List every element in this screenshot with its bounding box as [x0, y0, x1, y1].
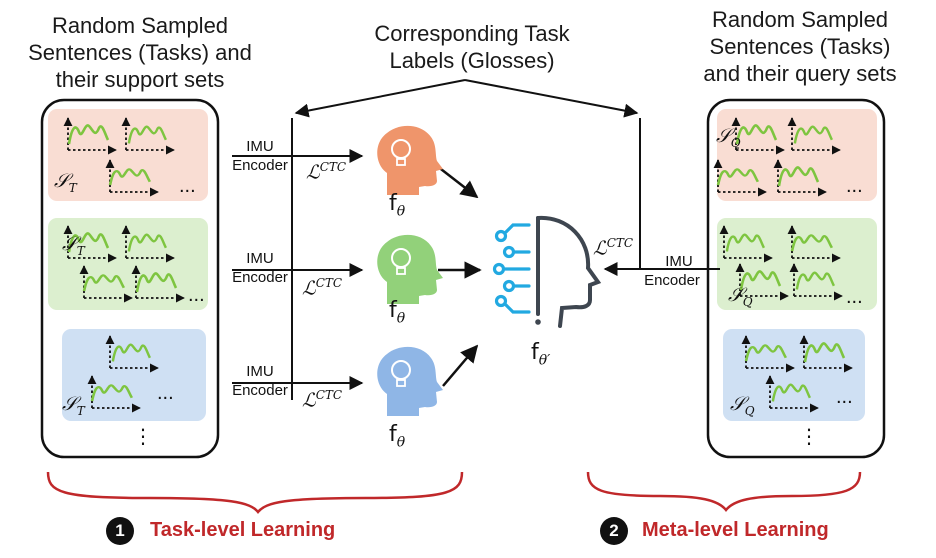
vertical-ellipsis-query: ⋮	[799, 426, 819, 448]
ctc-loss-label-3: ℒCTC	[302, 388, 343, 412]
query-set-label-2: 𝒮Q	[728, 284, 753, 309]
query-set-label-3: 𝒮Q	[730, 393, 755, 418]
imu-signal-plot	[799, 335, 852, 368]
task-model-head-2	[377, 234, 443, 304]
task-model-label-2: fθ	[389, 298, 406, 327]
query-title-line-2: Sentences (Tasks)	[709, 34, 891, 59]
imu-signal-plot	[131, 265, 184, 298]
meta-model-label: fθ′	[531, 340, 551, 369]
ellipsis-query-2: ...	[846, 286, 863, 308]
ellipsis-query-1: ...	[846, 175, 863, 197]
meta-model-ai-head-icon	[492, 215, 602, 328]
imu-signal-plot	[773, 159, 826, 192]
imu-signal-plot	[105, 159, 158, 192]
support-title-line-3: their support sets	[55, 67, 225, 92]
query-sets-title: Random Sampled Sentences (Tasks) and the…	[680, 6, 920, 87]
imu-signal-plot	[765, 375, 818, 408]
ellipsis-support-1: ...	[179, 175, 196, 197]
query-imu-encoder-label: IMU Encoder	[632, 252, 712, 290]
task-model-label-3: fθ	[389, 422, 406, 451]
imu-text: IMU	[246, 250, 274, 267]
imu-signal-plots	[63, 117, 852, 408]
support-title-line-2: Sentences (Tasks) and	[28, 40, 252, 65]
imu-signal-plot	[121, 117, 174, 150]
step-badge-2: 2	[600, 517, 628, 545]
step-badge-1: 1	[106, 517, 134, 545]
task-labels-title: Corresponding Task Labels (Glosses)	[352, 20, 592, 74]
support-set-label-2: 𝒮T	[62, 233, 85, 258]
query-set-label-1: 𝒮Q	[716, 125, 741, 150]
imu-signal-plot	[731, 117, 784, 150]
imu-signal-plot	[63, 117, 116, 150]
task-model-head-3	[377, 346, 443, 416]
imu-signal-plot	[105, 335, 158, 368]
imu-text: IMU	[665, 253, 693, 270]
support-task-box-1	[48, 109, 208, 201]
labels-title-line-2: Labels (Glosses)	[389, 48, 555, 73]
imu-encoder-label-1: IMU Encoder	[220, 137, 300, 175]
meta-level-learning-label: Meta-level Learning	[642, 519, 829, 541]
ctc-loss-label-1: ℒCTC	[306, 160, 347, 184]
imu-signal-plot	[787, 117, 840, 150]
support-sets-title: Random Sampled Sentences (Tasks) and the…	[20, 12, 260, 93]
gloss-label-arrow-left	[294, 79, 466, 118]
labels-title-line-1: Corresponding Task	[374, 21, 570, 46]
imu-signal-plot	[741, 335, 794, 368]
imu-signal-plot	[121, 225, 174, 258]
imu-signal-plot	[79, 265, 132, 298]
ellipsis-support-3: ...	[157, 382, 174, 404]
support-set-label-1: 𝒮T	[54, 170, 77, 195]
imu-text: IMU	[246, 363, 274, 380]
task-model-label-1: fθ	[389, 191, 406, 220]
query-title-line-3: and their query sets	[703, 61, 897, 86]
imu-encoder-label-2: IMU Encoder	[220, 249, 300, 287]
task-model-head-1	[377, 125, 443, 195]
ellipsis-query-3: ...	[836, 386, 853, 408]
task-level-brace	[46, 471, 464, 514]
meta-level-brace	[586, 471, 862, 512]
ctc-loss-label-2: ℒCTC	[302, 276, 343, 300]
imu-signal-plot	[735, 263, 788, 296]
encoder-text: Encoder	[232, 157, 288, 174]
gloss-label-arrow-right	[464, 79, 639, 118]
support-title-line-1: Random Sampled	[51, 13, 229, 38]
imu-signal-plot	[719, 225, 772, 258]
imu-signal-plot	[787, 225, 840, 258]
imu-signal-plot	[87, 375, 140, 408]
task-level-learning-label: Task-level Learning	[150, 519, 336, 541]
imu-signal-plot	[789, 263, 842, 296]
query-title-line-1: Random Sampled	[711, 7, 889, 32]
support-task-box-3	[62, 329, 206, 421]
support-set-label-3: 𝒮T	[62, 393, 85, 418]
meta-ctc-loss-label: ℒCTC	[593, 236, 634, 260]
ellipsis-support-2: ...	[188, 284, 205, 306]
imu-text: IMU	[246, 138, 274, 155]
vertical-ellipsis-support: ⋮	[133, 426, 153, 448]
imu-signal-plot	[713, 159, 766, 192]
aggregate-arrow-1	[436, 165, 479, 199]
encoder-text: Encoder	[232, 382, 288, 399]
encoder-text: Encoder	[644, 272, 700, 289]
imu-encoder-label-3: IMU Encoder	[220, 362, 300, 400]
query-sets-container	[706, 98, 886, 459]
support-task-box-2	[48, 218, 208, 310]
encoder-text: Encoder	[232, 269, 288, 286]
support-sets-container	[40, 98, 220, 459]
imu-signal-plot	[63, 225, 116, 258]
aggregate-arrow-3	[442, 344, 479, 387]
